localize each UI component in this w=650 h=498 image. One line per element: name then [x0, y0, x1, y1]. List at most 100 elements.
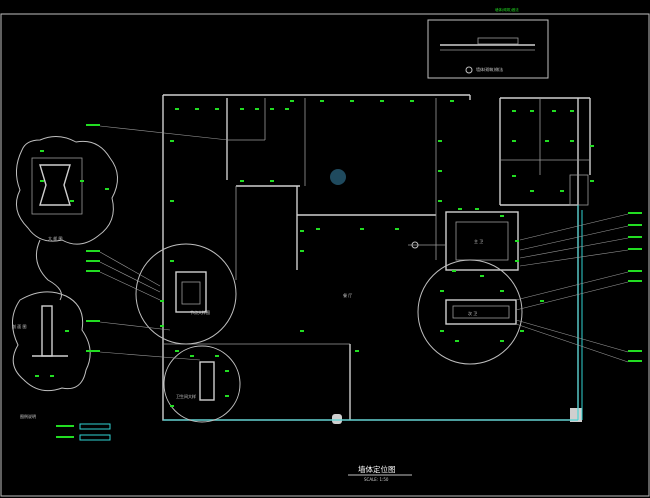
dimension-tick: [455, 340, 459, 342]
dimension-tick: [590, 180, 594, 182]
sheet-frame: [0, 13, 650, 497]
drawing-scale: SCALE: 1:50: [364, 477, 389, 482]
bathroom-b: 次 卫: [417, 259, 523, 365]
lower-left-detail-circle: 卫生间大样: [163, 345, 241, 423]
dimension-tick: [395, 228, 399, 230]
dimension-tick: [570, 140, 574, 142]
dimension-tick: [35, 375, 39, 377]
dimension-tick: [215, 108, 219, 110]
dimension-marks: [35, 100, 594, 407]
dimension-tick: [590, 145, 594, 147]
dimension-tick: [438, 170, 442, 172]
dimension-tick: [552, 110, 556, 112]
dimension-tick: [500, 215, 504, 217]
leader-line: [99, 125, 229, 141]
dimension-tick: [500, 290, 504, 292]
dimension-tick: [270, 108, 274, 110]
lower-left-caption: 卫生间大样: [176, 393, 196, 399]
left-top-caption: 大 样 图: [48, 235, 63, 241]
dimension-tick: [285, 108, 289, 110]
leader-note-mark: [628, 224, 642, 226]
dimension-tick: [160, 300, 164, 302]
dimension-tick: [350, 100, 354, 102]
dimension-tick: [438, 200, 442, 202]
dimension-tick: [320, 100, 324, 102]
dimension-tick: [175, 350, 179, 352]
dimension-tick: [540, 300, 544, 302]
left-bottom-caption: 剖 面 图: [12, 323, 27, 329]
leader-note-mark: [86, 320, 100, 322]
dimension-tick: [80, 180, 84, 182]
leader-note-mark: [86, 260, 100, 262]
leader-line: [99, 251, 161, 287]
dimension-tick: [438, 140, 442, 142]
left-top-cloud-detail: 大 样 图: [15, 136, 118, 245]
dimension-tick: [170, 405, 174, 407]
leader-note-mark: [628, 248, 642, 250]
top-detail-note: 墙体(砌筑)做法: [495, 7, 519, 12]
leader-note-mark: [628, 360, 642, 362]
dimension-tick: [270, 180, 274, 182]
leader-line: [519, 225, 629, 251]
center-room-label: 餐 厅: [343, 292, 352, 298]
dimension-tick: [410, 100, 414, 102]
left-mid-caption: 节点大样图: [190, 309, 210, 315]
dimension-tick: [40, 150, 44, 152]
dimension-tick: [440, 330, 444, 332]
dimension-tick: [452, 270, 456, 272]
leader-note-mark: [86, 270, 100, 272]
dimension-tick: [440, 290, 444, 292]
drawing-title: 墙体定位图: [358, 464, 396, 474]
left-detail-circle: 节点大样图: [135, 243, 237, 345]
bathroom-a-label: 主 卫: [474, 238, 483, 244]
dimension-tick: [570, 110, 574, 112]
leader-line: [515, 323, 629, 363]
dimension-tick: [530, 110, 534, 112]
dimension-tick: [50, 375, 54, 377]
dimension-tick: [545, 140, 549, 142]
leader-line: [99, 261, 161, 293]
dimension-tick: [360, 228, 364, 230]
dimension-tick: [170, 260, 174, 262]
dimension-tick: [475, 208, 479, 210]
dimension-tick: [450, 100, 454, 102]
leader-line: [515, 319, 629, 353]
leader-note-mark: [86, 250, 100, 252]
leader-line: [519, 213, 629, 241]
bathroom-b-label: 次 卫: [468, 310, 477, 316]
leader-line: [99, 351, 201, 361]
dimension-tick: [40, 180, 44, 182]
dimension-tick: [195, 108, 199, 110]
legend: 图例说明: [20, 413, 111, 441]
dimension-tick: [560, 190, 564, 192]
dimension-tick: [316, 228, 320, 230]
dimension-tick: [170, 200, 174, 202]
dimension-tick: [160, 325, 164, 327]
dimension-tick: [458, 208, 462, 210]
dimension-tick: [170, 140, 174, 142]
dimension-tick: [512, 175, 516, 177]
leader-note-mark: [628, 280, 642, 282]
accent-lines: [163, 205, 583, 421]
dimension-tick: [65, 330, 69, 332]
dimension-tick: [515, 240, 519, 242]
leader-note-mark: [628, 350, 642, 352]
leader-line: [515, 271, 629, 301]
bathroom-a: 主 卫: [408, 211, 519, 271]
leader-line: [515, 281, 629, 311]
leader-line: [99, 271, 161, 301]
top-detail-box: 墙体(砌筑)做法 墙体(砌筑)做法: [427, 7, 549, 79]
dimension-tick: [530, 190, 534, 192]
dimension-tick: [355, 350, 359, 352]
dimension-tick: [225, 395, 229, 397]
dimension-tick: [512, 140, 516, 142]
top-detail-caption: 墙体(砌筑)做法: [476, 66, 503, 72]
dimension-tick: [300, 250, 304, 252]
leader-line: [519, 249, 629, 267]
leader-line: [519, 237, 629, 259]
left-bottom-cloud-detail: 剖 面 图: [12, 239, 91, 392]
dimension-tick: [480, 275, 484, 277]
dimension-tick: [515, 260, 519, 262]
legend-title: 图例说明: [20, 413, 36, 419]
